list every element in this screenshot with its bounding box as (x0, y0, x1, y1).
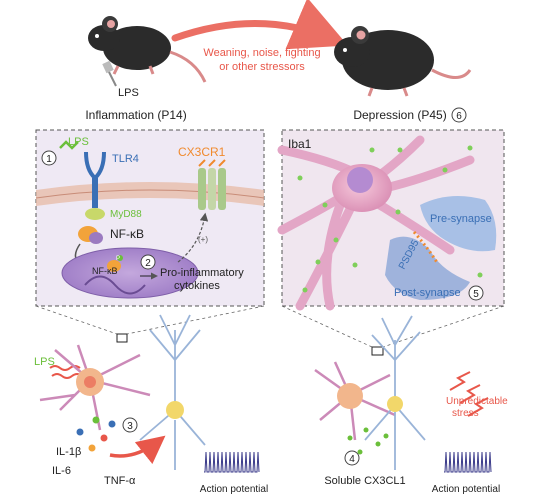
lps-wave-2 (51, 373, 83, 379)
action-potential-trace-left (204, 451, 260, 473)
unpredictable-line2: stress (452, 408, 479, 419)
unpredictable-line1: Unpredictable (446, 396, 508, 407)
myd88-label: MyD88 (110, 209, 142, 220)
nfkb-complex-icon (78, 226, 103, 244)
right-panel (277, 129, 505, 311)
cytokine-dots-left (76, 416, 116, 452)
iba1-label: Iba1 (288, 137, 312, 151)
step-6-badge (451, 107, 467, 123)
step-4-number: 4 (349, 454, 355, 465)
pro-inflammatory-line1: Pro-inflammatory (160, 267, 244, 279)
tlr4-label: TLR4 (112, 153, 139, 165)
tnfa-label: TNF-α (104, 475, 136, 487)
phospho-label: P (116, 256, 120, 262)
myd88-icon (85, 208, 105, 220)
step-2-number: 2 (145, 258, 151, 269)
syringe-icon (102, 60, 117, 87)
step-1-badge (41, 150, 57, 166)
stress-lightning-icon (449, 371, 489, 417)
step-4-badge (344, 450, 360, 466)
upregulation-arrow (177, 212, 209, 263)
nuclear-nfkb-icon (107, 255, 123, 272)
il1b-label: IL-1β (56, 446, 81, 458)
right-title: Depression (P45) (353, 108, 446, 122)
pro-inflammatory-line2: cytokines (174, 280, 220, 292)
step-6-number: 6 (456, 111, 462, 122)
step-1-number: 1 (46, 154, 52, 165)
soluble-cx3cl1-label: Soluble CX3CL1 (324, 475, 405, 487)
activated-microglia-left (39, 344, 151, 431)
bottom-lps-label: LPS (34, 356, 55, 368)
left-zoom-box (116, 333, 128, 343)
step-3-number: 3 (127, 421, 133, 432)
action-potential-trace-right (444, 451, 492, 473)
left-mouse (88, 16, 207, 83)
soluble-cx3cl1-dots (347, 427, 389, 455)
left-title: Inflammation (P14) (85, 108, 186, 122)
cytokine-arrow (109, 435, 166, 465)
step-2-badge (140, 254, 156, 270)
stressors-line2: or other stressors (219, 61, 305, 73)
step-3-badge (122, 417, 138, 433)
zoom-guides (35, 305, 505, 348)
stressors-line1: Weaning, noise, fighting (203, 47, 320, 59)
right-mouse (334, 26, 472, 97)
cx3cr1-receptor-icon (198, 159, 226, 210)
action-potential-label-left: Action potential (200, 484, 268, 495)
progression-arrow (171, 0, 348, 50)
cx3cr1-label: CX3CR1 (178, 145, 226, 159)
right-zoom-box (371, 346, 384, 356)
pre-synapse-label: Pre-synapse (430, 213, 492, 225)
tlr4-receptor-icon (84, 151, 106, 208)
step-5-badge (468, 285, 484, 301)
step-5-number: 5 (473, 289, 479, 300)
microglia-right (314, 361, 396, 441)
synaptic-vesicles (297, 145, 483, 293)
nucleus (61, 247, 199, 299)
plus-label: (+) (198, 235, 208, 244)
neuron-left (139, 314, 206, 470)
post-synapse-label: Post-synapse (394, 287, 461, 299)
action-potential-label-right: Action potential (432, 484, 500, 495)
lps-molecule-icon (59, 140, 79, 150)
nfkb-label: NF-κB (110, 227, 144, 241)
nucleus-nfkb-label: NF-κB (92, 266, 118, 276)
panel-lps-label: LPS (68, 136, 89, 148)
neuron-right (364, 315, 426, 470)
top-lps-label: LPS (118, 87, 139, 99)
il6-label: IL-6 (52, 465, 71, 477)
